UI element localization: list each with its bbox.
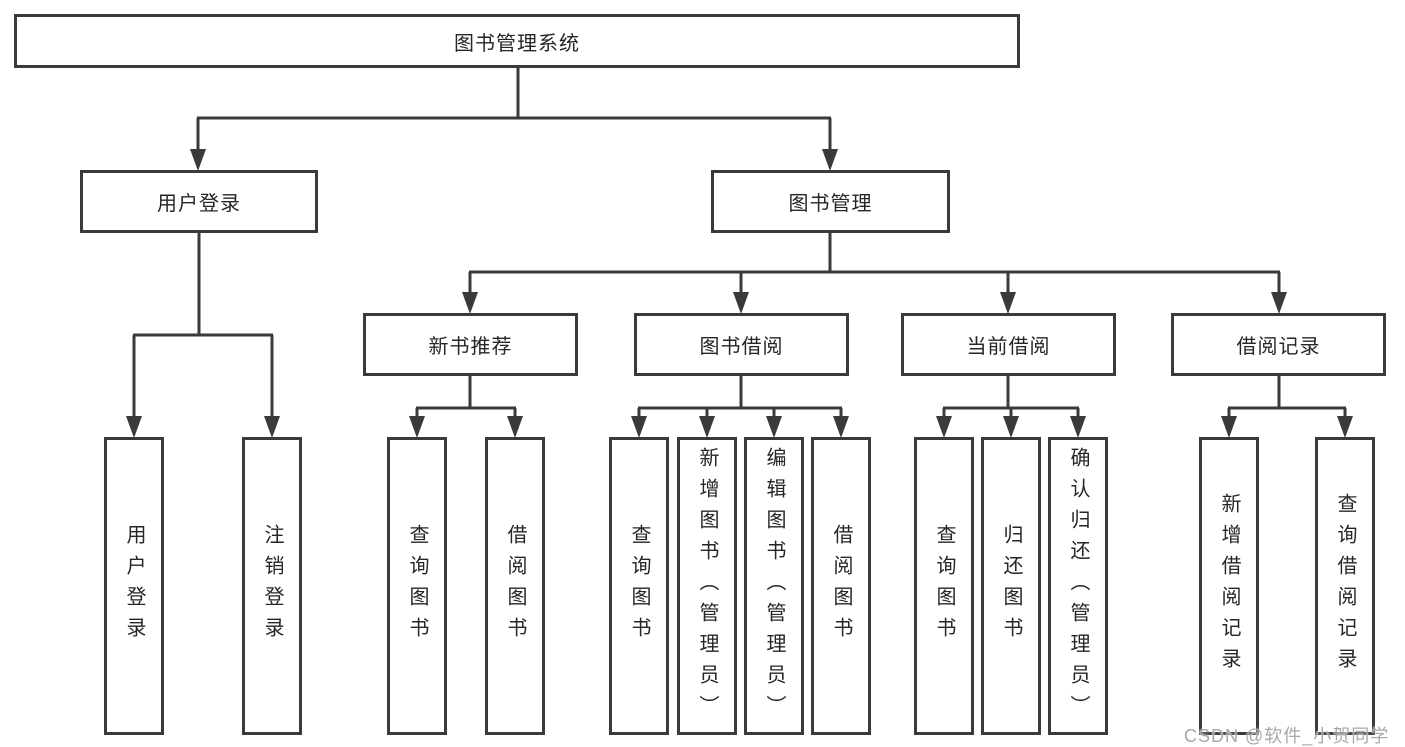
node-label: 用户登录	[157, 193, 241, 215]
leaf-label: 新增图书（管理员）	[696, 446, 718, 726]
arrowhead-down-icon	[1271, 292, 1287, 314]
leaf-borrow-books: 借阅图书	[811, 437, 871, 735]
node-new-book-recommendation: 新书推荐	[363, 313, 578, 376]
arrowhead-down-icon	[462, 292, 478, 314]
arrowhead-down-icon	[833, 416, 849, 438]
leaf-label: 查询图书	[933, 524, 955, 648]
node-label: 当前借阅	[966, 336, 1051, 358]
arrowhead-down-icon	[733, 292, 749, 314]
arrowhead-down-icon	[1221, 416, 1237, 438]
arrowhead-down-icon	[190, 149, 206, 171]
node-label: 图书借阅	[699, 336, 784, 358]
arrowhead-down-icon	[766, 416, 782, 438]
leaf-query-books-current: 查询图书	[914, 437, 974, 735]
node-label: 新书推荐	[428, 336, 513, 358]
leaf-label: 确认归还（管理员）	[1067, 446, 1089, 726]
arrowhead-down-icon	[822, 149, 838, 171]
node-user-login: 用户登录	[80, 170, 318, 233]
leaf-confirm-return-admin: 确认归还（管理员）	[1048, 437, 1108, 735]
leaf-label: 查询图书	[406, 524, 428, 648]
leaf-edit-books-admin: 编辑图书（管理员）	[744, 437, 804, 735]
leaf-logout: 注销登录	[242, 437, 302, 735]
arrowhead-down-icon	[1000, 292, 1016, 314]
node-label: 借阅记录	[1236, 336, 1321, 358]
leaf-query-books-recommend: 查询图书	[387, 437, 447, 735]
arrowhead-down-icon	[264, 416, 280, 438]
leaf-borrow-books-recommend: 借阅图书	[485, 437, 545, 735]
leaf-return-books: 归还图书	[981, 437, 1041, 735]
arrowhead-down-icon	[1337, 416, 1353, 438]
arrowhead-down-icon	[699, 416, 715, 438]
arrowhead-down-icon	[126, 416, 142, 438]
arrowhead-down-icon	[1070, 416, 1086, 438]
leaf-label: 新增借阅记录	[1218, 493, 1240, 679]
leaf-label: 查询借阅记录	[1334, 493, 1356, 679]
leaf-query-borrow-record: 查询借阅记录	[1315, 437, 1375, 735]
leaf-label: 借阅图书	[504, 524, 526, 648]
leaf-label: 编辑图书（管理员）	[763, 446, 785, 726]
arrowhead-down-icon	[507, 416, 523, 438]
arrowhead-down-icon	[409, 416, 425, 438]
leaf-add-books-admin: 新增图书（管理员）	[677, 437, 737, 735]
leaf-label: 用户登录	[123, 524, 145, 648]
node-label: 图书管理	[788, 193, 873, 215]
node-book-borrowing: 图书借阅	[634, 313, 849, 376]
leaf-query-books-borrow: 查询图书	[609, 437, 669, 735]
arrowhead-down-icon	[631, 416, 647, 438]
node-label: 图书管理系统	[454, 32, 580, 55]
node-library-management-system: 图书管理系统	[14, 14, 1020, 68]
leaf-user-login: 用户登录	[104, 437, 164, 735]
leaf-add-borrow-record: 新增借阅记录	[1199, 437, 1259, 735]
leaf-label: 查询图书	[628, 524, 650, 648]
node-current-borrowing: 当前借阅	[901, 313, 1116, 376]
leaf-label: 注销登录	[261, 524, 283, 648]
csdn-watermark: CSDN @软件_小贺同学	[1184, 726, 1390, 746]
leaf-label: 归还图书	[1000, 524, 1022, 648]
arrowhead-down-icon	[1003, 416, 1019, 438]
node-book-management: 图书管理	[711, 170, 950, 233]
node-borrowing-records: 借阅记录	[1171, 313, 1386, 376]
leaf-label: 借阅图书	[830, 524, 852, 648]
arrowhead-down-icon	[936, 416, 952, 438]
